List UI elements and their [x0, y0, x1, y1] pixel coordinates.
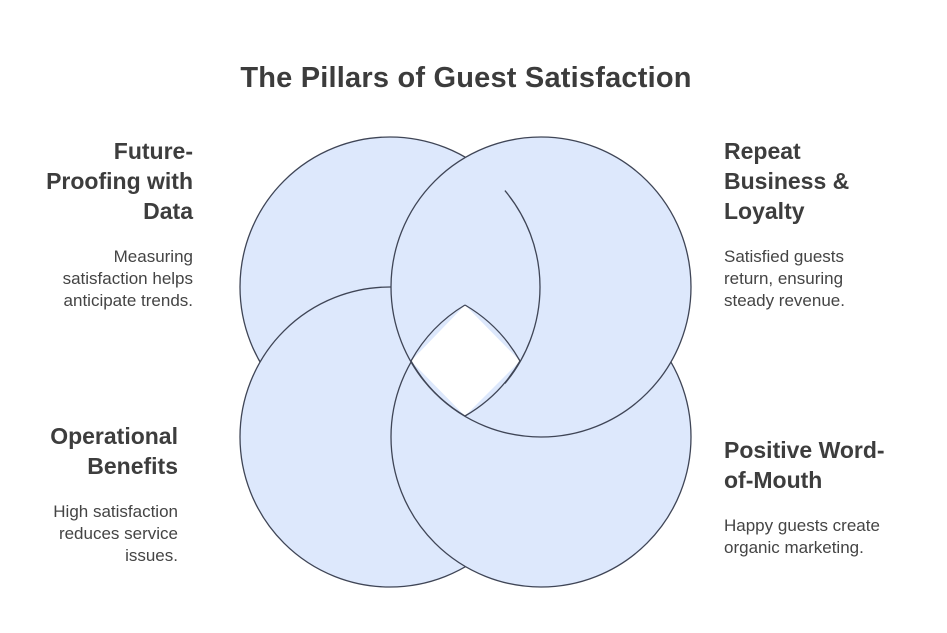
- pillar-positive-word-of-mouth: Positive Word- of-Mouth Happy guests cre…: [724, 435, 924, 559]
- center-gap-edge: [410, 360, 466, 417]
- ring-top-left-overlap-edge: [504, 190, 541, 384]
- pillar-description-line: satisfaction helps: [62, 269, 193, 288]
- pillar-description-line: steady revenue.: [724, 291, 845, 310]
- ring-top-right: [390, 136, 692, 438]
- pillar-description-line: reduces service: [58, 524, 178, 543]
- pillar-heading-line: of-Mouth: [724, 467, 823, 493]
- pillar-heading-line: Repeat: [724, 138, 801, 164]
- pillar-description-line: return, ensuring: [724, 269, 844, 288]
- pillar-description: Satisfied guests return, ensuring steady…: [724, 246, 924, 312]
- pillar-heading: Positive Word- of-Mouth: [724, 435, 924, 495]
- pillar-description-line: High satisfaction: [53, 502, 178, 521]
- pillar-description-line: Measuring: [113, 247, 193, 266]
- pillar-heading: Repeat Business & Loyalty: [724, 136, 924, 226]
- pillar-description-line: Happy guests create: [724, 516, 880, 535]
- pillar-heading-line: Operational: [50, 423, 178, 449]
- pillar-description: High satisfaction reduces service issues…: [20, 501, 178, 567]
- center-gap-edge: [410, 304, 466, 362]
- pillar-heading-line: Benefits: [87, 453, 178, 479]
- pillar-description-line: anticipate trends.: [63, 291, 193, 310]
- pillar-future-proofing: Future- Proofing with Data Measuring sat…: [20, 136, 193, 312]
- pillar-description-line: issues.: [125, 546, 178, 565]
- pillar-heading-line: Future-: [113, 138, 193, 164]
- center-gap-edge: [464, 304, 521, 362]
- pillar-heading-line: Business &: [724, 168, 850, 194]
- pillar-operational-benefits: Operational Benefits High satisfaction r…: [20, 421, 178, 567]
- pillar-heading-line: Proofing with: [46, 168, 193, 194]
- center-gap: [411, 305, 520, 416]
- pillar-heading: Operational Benefits: [20, 421, 178, 481]
- center-gap-edge: [464, 360, 521, 417]
- pillar-description: Happy guests create organic marketing.: [724, 515, 924, 559]
- pillar-heading-line: Positive Word-: [724, 437, 885, 463]
- pillar-description: Measuring satisfaction helps anticipate …: [35, 246, 193, 312]
- diagram-title: The Pillars of Guest Satisfaction: [240, 62, 692, 94]
- pillar-heading: Future- Proofing with Data: [20, 136, 193, 226]
- pillar-heading-line: Data: [143, 198, 193, 224]
- pillar-repeat-business: Repeat Business & Loyalty Satisfied gues…: [724, 136, 924, 312]
- pillar-description-line: Satisfied guests: [724, 247, 845, 266]
- pillar-heading-line: Loyalty: [724, 198, 805, 224]
- pillar-description-line: organic marketing.: [724, 538, 864, 557]
